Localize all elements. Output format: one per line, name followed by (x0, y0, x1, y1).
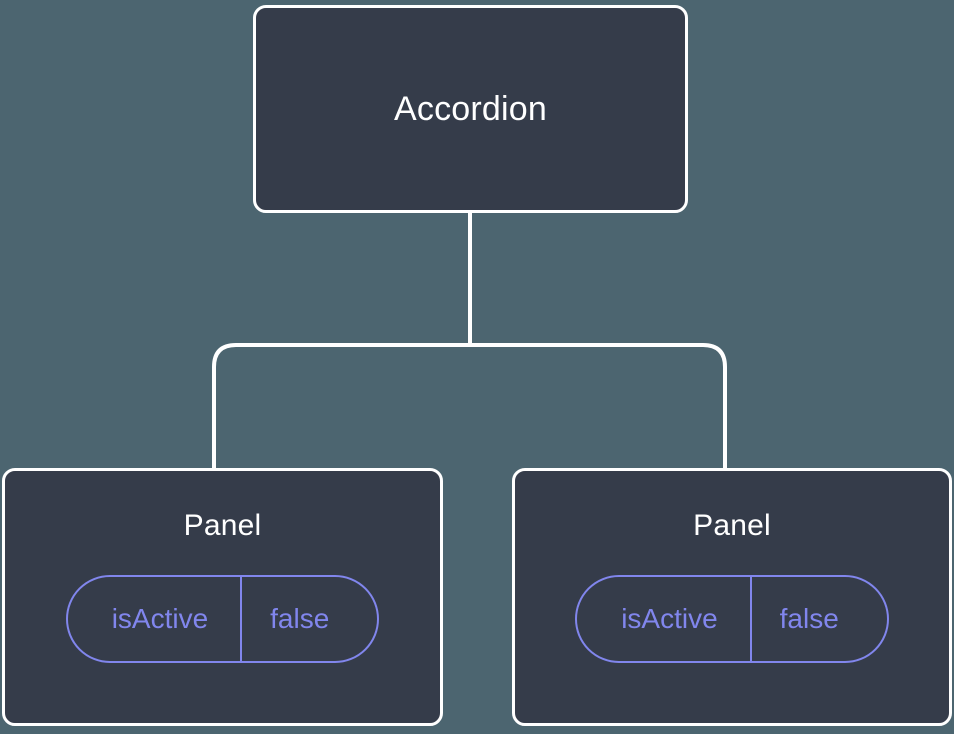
node-panel-right[interactable]: Panel isActive false (512, 468, 952, 726)
node-panel-right-label: Panel (693, 509, 771, 542)
state-value-right: false (779, 603, 839, 634)
node-panel-left[interactable]: Panel isActive false (2, 468, 443, 726)
node-panel-left-label: Panel (183, 509, 262, 542)
state-key-right: isActive (577, 577, 752, 661)
state-key-left: isActive (68, 577, 243, 661)
state-pill-left[interactable]: isActive false (65, 575, 380, 663)
edge-branch-to-panel-right (470, 343, 727, 470)
state-value-left: false (270, 603, 330, 634)
node-accordion-label: Accordion (394, 90, 547, 128)
node-accordion[interactable]: Accordion (253, 5, 688, 213)
edge-branch-to-panel-left (212, 343, 470, 470)
state-pill-right[interactable]: isActive false (575, 575, 889, 663)
